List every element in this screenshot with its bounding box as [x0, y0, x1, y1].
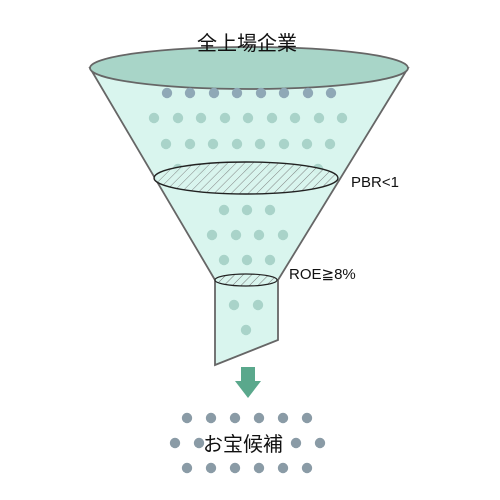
result-dot — [205, 462, 217, 474]
result-dot — [301, 412, 313, 424]
funnel-dot — [228, 299, 240, 311]
result-dot — [290, 437, 302, 449]
funnel-dot — [278, 87, 290, 99]
funnel-dot — [160, 138, 172, 150]
funnel-dot — [218, 204, 230, 216]
result-dot — [253, 412, 265, 424]
result-dot — [314, 437, 326, 449]
funnel-dot — [325, 87, 337, 99]
funnel-dot — [207, 138, 219, 150]
funnel-dot — [195, 112, 207, 124]
funnel-dot — [255, 87, 267, 99]
result-label: お宝候補 — [203, 432, 283, 456]
funnel-dot — [301, 138, 313, 150]
funnel-dot — [148, 112, 160, 124]
result-dot — [301, 462, 313, 474]
result-dot — [193, 437, 205, 449]
result-dot — [229, 412, 241, 424]
filter-roe-label: ROE≧8% — [289, 266, 356, 283]
result-dot — [277, 462, 289, 474]
funnel-dots — [148, 87, 348, 336]
funnel-rim — [89, 46, 409, 90]
down-arrow-icon — [235, 367, 261, 398]
funnel-dot — [302, 87, 314, 99]
funnel-dot — [184, 138, 196, 150]
funnel-dot — [231, 138, 243, 150]
funnel-dot — [241, 254, 253, 266]
funnel-dot — [242, 112, 254, 124]
funnel-dot — [240, 324, 252, 336]
funnel-dot — [252, 299, 264, 311]
funnel-dot — [206, 229, 218, 241]
funnel-dot — [277, 229, 289, 241]
top-label: 全上場企業 — [197, 31, 297, 55]
funnel-dot — [161, 87, 173, 99]
funnel-dot — [324, 138, 336, 150]
funnel-dot — [289, 112, 301, 124]
funnel-dot — [266, 112, 278, 124]
funnel-dot — [231, 87, 243, 99]
result-dot — [277, 412, 289, 424]
funnel-dot — [172, 112, 184, 124]
funnel-dot — [241, 204, 253, 216]
filter-pbr-ring — [153, 161, 339, 195]
funnel-dot — [218, 254, 230, 266]
result-dot — [181, 412, 193, 424]
funnel-dot — [254, 138, 266, 150]
result-dot — [229, 462, 241, 474]
funnel-dot — [278, 138, 290, 150]
funnel-dot — [208, 87, 220, 99]
result-dot — [205, 412, 217, 424]
result-dot — [169, 437, 181, 449]
result-dot — [253, 462, 265, 474]
funnel-dot — [264, 204, 276, 216]
funnel-dot — [313, 112, 325, 124]
result-dot — [181, 462, 193, 474]
funnel-dot — [219, 112, 231, 124]
filter-roe-ring — [214, 273, 278, 287]
funnel-dot — [230, 229, 242, 241]
funnel-dot — [336, 112, 348, 124]
funnel-body — [88, 67, 410, 367]
funnel-dot — [184, 87, 196, 99]
funnel-dot — [264, 254, 276, 266]
filter-pbr-label: PBR<1 — [351, 174, 399, 191]
funnel-dot — [253, 229, 265, 241]
result-dots — [169, 412, 326, 474]
